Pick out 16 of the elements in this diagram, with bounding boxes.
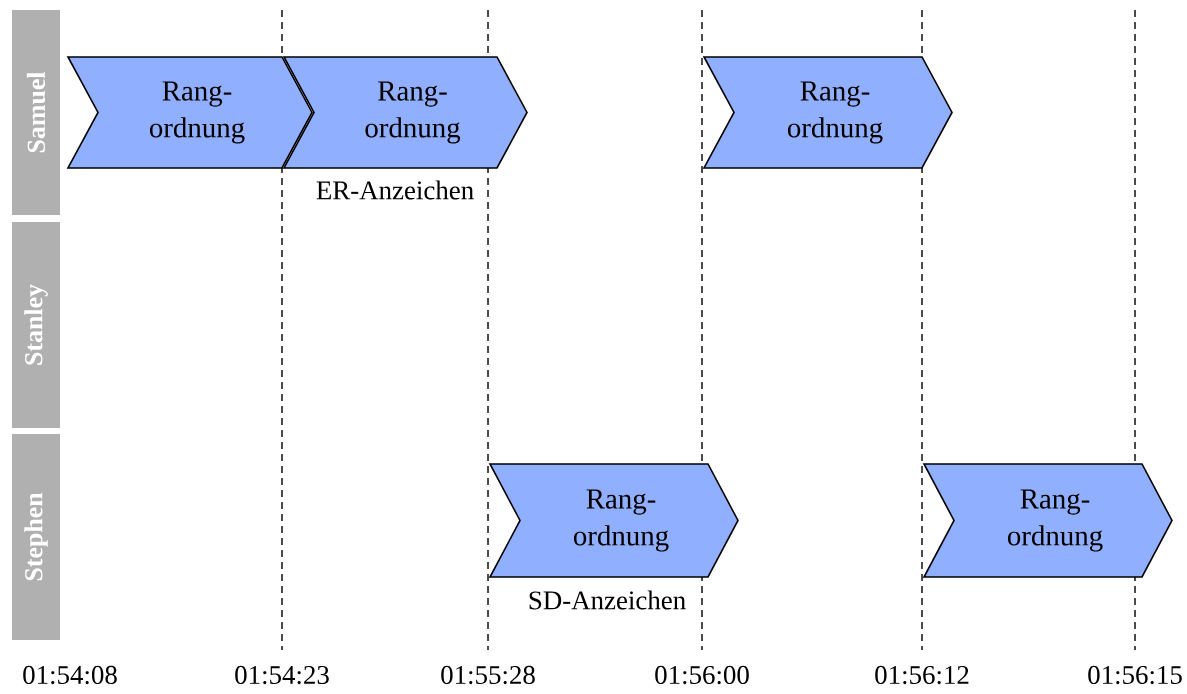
step-caption: ER-Anzeichen: [314, 179, 476, 201]
chevron-step: Rang- ordnung: [922, 463, 1173, 578]
time-label: 01:56:15: [1088, 665, 1182, 685]
time-label: 01:54:08: [23, 665, 117, 685]
time-label: 01:55:28: [441, 665, 535, 685]
time-label: 01:54:23: [235, 665, 329, 685]
lane-header: Samuel: [12, 10, 60, 215]
chevron-step: Rang- ordnung: [282, 56, 528, 169]
step-caption: SD-Anzeichen: [526, 589, 688, 611]
time-label: 01:56:12: [875, 665, 969, 685]
lane-header: Stanley: [12, 222, 60, 428]
chevron-step: Rang- ordnung: [702, 56, 953, 169]
lane-header: Stephen: [12, 434, 60, 640]
chevron-step: Rang- ordnung: [66, 56, 313, 169]
chevron-step: Rang- ordnung: [488, 463, 739, 578]
time-label: 01:56:00: [655, 665, 749, 685]
